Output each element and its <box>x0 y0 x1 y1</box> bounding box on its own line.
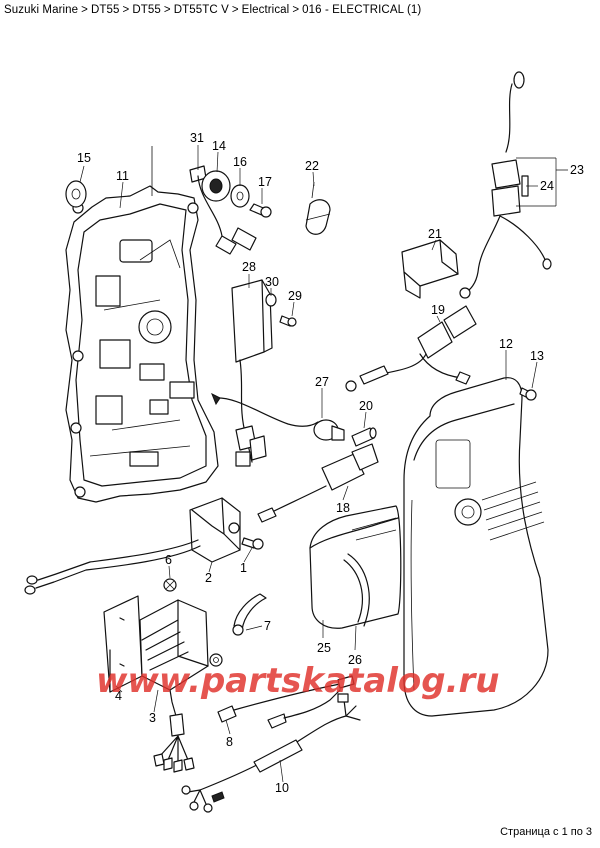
part-18-relay[interactable] <box>257 443 379 523</box>
part-16-washer[interactable] <box>65 180 87 208</box>
part-2-rectifier[interactable] <box>24 497 241 595</box>
callout-17[interactable]: 17 <box>258 175 272 189</box>
lead-wire-b <box>267 689 341 729</box>
breadcrumb-separator: > <box>292 4 300 16</box>
callout-10[interactable]: 10 <box>275 781 289 795</box>
part-28-cdi-unit[interactable] <box>231 279 273 467</box>
part-29-bolt[interactable] <box>279 315 297 327</box>
callout-29[interactable]: 29 <box>288 289 302 303</box>
breadcrumb-item-dt55tc-v[interactable]: DT55TC V <box>173 4 229 16</box>
breadcrumb-separator: > <box>81 4 88 16</box>
part-25-solenoid[interactable] <box>309 505 402 629</box>
part-19-fuse-holder[interactable] <box>345 305 477 392</box>
callout-16[interactable]: 15 <box>77 151 91 165</box>
callout-25[interactable]: 25 <box>317 641 331 655</box>
callout-12[interactable]: 12 <box>499 337 513 351</box>
part-13-screw[interactable] <box>519 387 537 401</box>
breadcrumb-separator: > <box>122 4 130 16</box>
breadcrumb: Suzuki Marine>DT55>DT55>DT55TC V>Electri… <box>4 4 421 16</box>
callout-26[interactable]: 26 <box>348 653 362 667</box>
part-12-cover[interactable] <box>403 377 549 717</box>
callout-22[interactable]: 22 <box>305 159 319 173</box>
part-10-harness[interactable] <box>181 693 361 813</box>
part-1-bolt[interactable] <box>241 537 264 550</box>
connector-plug <box>231 227 257 251</box>
sensor-harness-wire <box>197 175 237 255</box>
part-23-connector[interactable] <box>459 71 552 299</box>
callout-15[interactable]: 16 <box>233 155 247 169</box>
breadcrumb-item-dt55[interactable]: DT55 <box>91 4 120 16</box>
part-17-screw[interactable] <box>249 203 272 218</box>
callouts: 15 11 31 14 16 17 22 21 23 24 28 30 29 1… <box>77 131 584 795</box>
callout-6[interactable]: 6 <box>165 553 172 567</box>
part-14-grommet[interactable] <box>201 170 231 202</box>
leader-lines <box>79 145 568 783</box>
callout-18[interactable]: 18 <box>336 501 350 515</box>
callout-23[interactable]: 23 <box>570 163 584 177</box>
callout-21[interactable]: 21 <box>428 227 442 241</box>
callout-3[interactable]: 3 <box>149 711 156 725</box>
part-22-clip[interactable] <box>305 181 331 235</box>
breadcrumb-item-dt55-2[interactable]: DT55 <box>132 4 161 16</box>
callout-7[interactable]: 7 <box>264 619 271 633</box>
callout-20[interactable]: 20 <box>359 399 373 413</box>
part-7-clamp[interactable] <box>232 593 267 636</box>
breadcrumb-item-suzuki-marine[interactable]: Suzuki Marine <box>4 4 79 16</box>
pagination-text: Страница с 1 по 3 <box>500 826 592 838</box>
watermark: www.partskatalog.ru <box>96 661 500 701</box>
part-21-bracket[interactable] <box>401 239 459 299</box>
breadcrumb-separator: > <box>163 4 171 16</box>
breadcrumb-current: 016 - ELECTRICAL (1) <box>302 4 422 16</box>
callout-11[interactable]: 11 <box>116 169 129 183</box>
part-5-nut[interactable] <box>209 653 223 667</box>
part-3-regulator[interactable] <box>139 599 209 773</box>
part-11-bracket[interactable] <box>65 146 219 503</box>
part-26-band[interactable] <box>343 553 370 627</box>
callout-13[interactable]: 13 <box>530 349 544 363</box>
callout-24[interactable]: 24 <box>540 179 554 193</box>
callout-14[interactable]: 14 <box>212 139 226 153</box>
breadcrumb-item-electrical[interactable]: Electrical <box>241 4 290 16</box>
callout-19[interactable]: 19 <box>431 303 445 317</box>
callout-27[interactable]: 27 <box>315 375 329 389</box>
part-8-lead-wire[interactable] <box>217 675 355 723</box>
callout-4[interactable]: 4 <box>115 689 122 703</box>
callout-2[interactable]: 2 <box>205 571 212 585</box>
callout-31[interactable]: 31 <box>190 131 204 145</box>
breadcrumb-separator: > <box>231 4 239 16</box>
part-6-bolt[interactable] <box>163 578 177 592</box>
callout-1[interactable]: 1 <box>240 561 247 575</box>
part-15-washer[interactable] <box>230 184 250 208</box>
callout-28[interactable]: 28 <box>242 260 256 274</box>
callout-30[interactable]: 30 <box>265 275 279 289</box>
part-20-fuse[interactable] <box>351 427 377 447</box>
callout-8[interactable]: 8 <box>226 735 233 749</box>
part-27-switch[interactable] <box>211 392 345 441</box>
